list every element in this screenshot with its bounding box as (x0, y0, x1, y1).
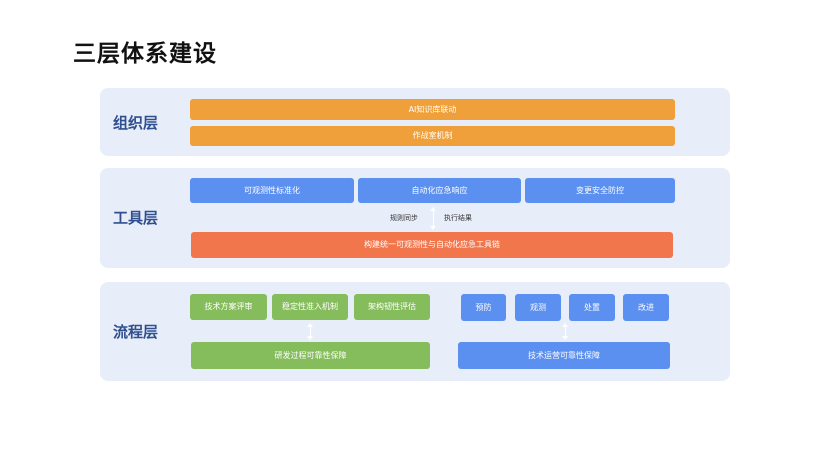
ai-knowledge-bar: AI知识库联动 (190, 99, 675, 120)
exec-result-caption: 执行结果 (444, 214, 472, 222)
sync-arrow-line (433, 210, 434, 228)
left-process-arrow-down-icon (307, 336, 313, 340)
left-process-arrow-up-icon (307, 323, 313, 327)
right-process-arrow-line (565, 326, 566, 338)
arch-resilience-box: 架构韧性评估 (354, 294, 430, 320)
observability-standard-box: 可观测性标准化 (190, 178, 354, 203)
tech-review-box: 技术方案评审 (190, 294, 267, 320)
sync-arrow-up-icon (430, 207, 436, 211)
right-process-arrow-down-icon (562, 336, 568, 340)
tool-layer-label: 工具层 (113, 209, 159, 227)
tool-layer: 工具层 可观测性标准化 自动化应急响应 变更安全防控 规则同步 执行结果 构建统… (100, 168, 730, 268)
ops-reliability-bar: 技术运营可靠性保障 (458, 342, 670, 369)
auto-emergency-box: 自动化应急响应 (358, 178, 521, 203)
org-layer-label: 组织层 (113, 114, 159, 132)
improvement-box: 改进 (623, 294, 669, 321)
observation-box: 观测 (515, 294, 561, 321)
stability-access-box: 稳定性准入机制 (272, 294, 348, 320)
war-room-bar: 作战室机制 (190, 126, 675, 146)
rule-sync-caption: 规则同步 (390, 214, 418, 222)
change-safety-box: 变更安全防控 (525, 178, 675, 203)
process-layer-label: 流程层 (113, 323, 159, 341)
left-process-arrow-line (310, 326, 311, 338)
toolchain-bar: 构建统一可观测性与自动化应急工具链 (191, 232, 673, 258)
prevention-box: 预防 (461, 294, 506, 321)
process-layer: 流程层 技术方案评审 稳定性准入机制 架构韧性评估 研发过程可靠性保障 预防 观… (100, 282, 730, 381)
org-layer: 组织层 AI知识库联动 作战室机制 (100, 88, 730, 156)
page-title: 三层体系建设 (73, 41, 217, 67)
right-process-arrow-up-icon (562, 323, 568, 327)
handling-box: 处置 (569, 294, 615, 321)
sync-arrow-down-icon (430, 226, 436, 230)
dev-reliability-bar: 研发过程可靠性保障 (191, 342, 430, 369)
